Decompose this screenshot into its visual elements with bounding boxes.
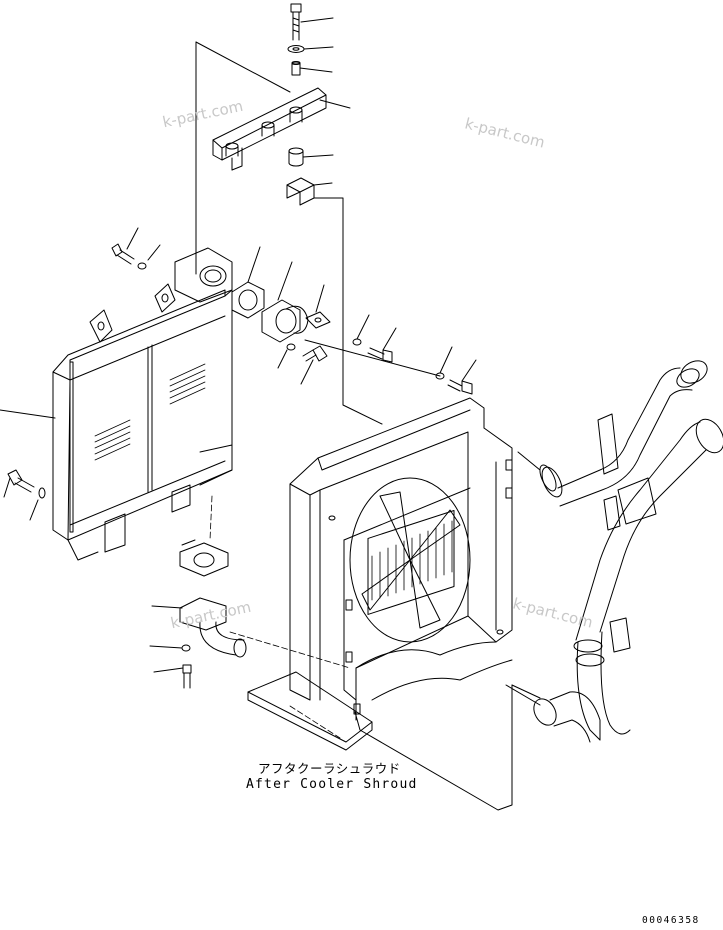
outlet-washer xyxy=(182,645,190,651)
shroud-bolt-a xyxy=(368,348,392,362)
elbow-clip xyxy=(306,312,330,328)
charge-air-pipe-lower xyxy=(529,414,723,742)
outlet-gasket xyxy=(180,543,228,576)
aftercooler-core xyxy=(53,248,232,560)
aftercooler-shroud xyxy=(248,398,512,750)
drawing-number: 00046358 xyxy=(642,915,700,926)
rubber-mount xyxy=(289,148,303,166)
elbow-washer xyxy=(287,344,295,350)
small-bracket xyxy=(287,178,314,205)
top-washer xyxy=(288,46,304,53)
core-side-bolt xyxy=(8,470,45,498)
shroud-washer-a xyxy=(353,339,361,345)
shroud-bolt-b xyxy=(448,380,472,394)
inlet-gasket xyxy=(232,282,264,318)
outlet-bolt xyxy=(183,665,191,688)
top-bracket xyxy=(213,88,326,170)
core-mount-bolt-top xyxy=(112,244,146,269)
elbow-bolt xyxy=(303,346,327,361)
top-collar xyxy=(292,62,300,76)
caption-japanese: アフタクーラシュラウド xyxy=(258,761,401,776)
charge-air-pipe-upper xyxy=(537,356,711,530)
top-bolt xyxy=(291,4,301,40)
outlet-elbow xyxy=(180,598,246,657)
caption-english: After Cooler Shroud xyxy=(246,777,418,792)
inlet-elbow xyxy=(262,300,308,342)
